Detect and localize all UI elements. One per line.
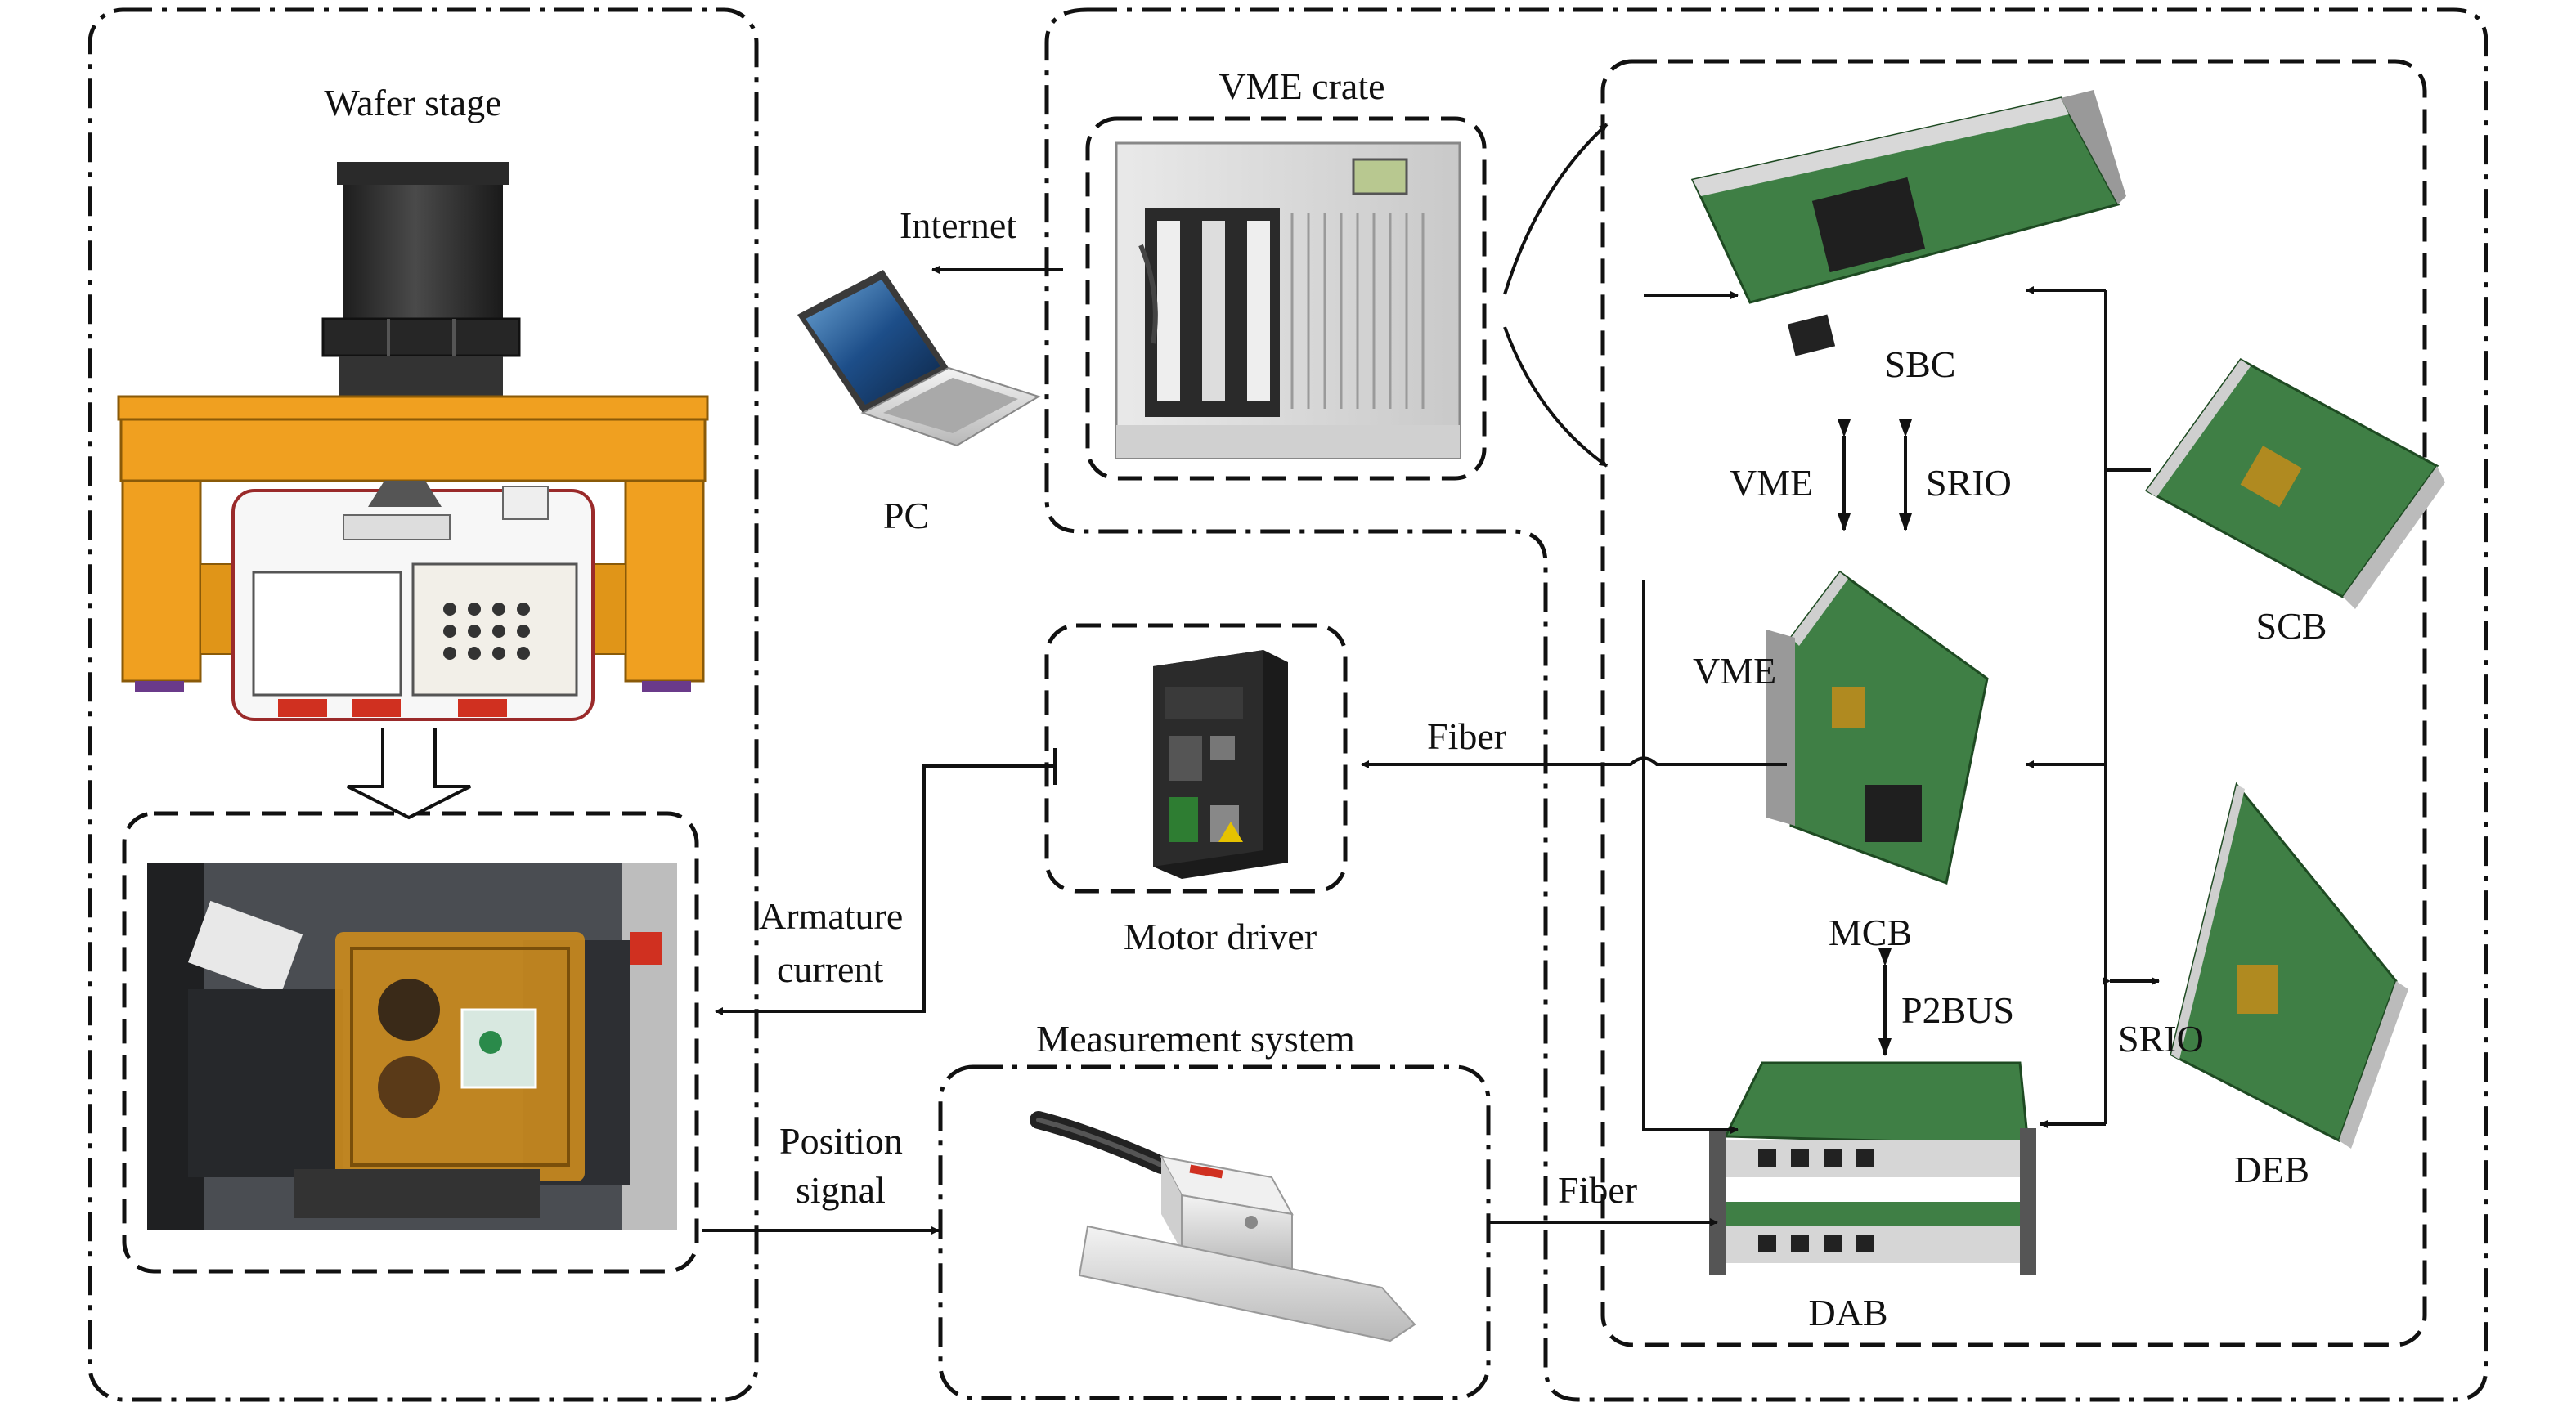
left-system-box xyxy=(88,7,759,1402)
label-current: current xyxy=(777,948,884,990)
label-vme-bus-2: VME xyxy=(1693,650,1777,692)
group-boxes xyxy=(88,7,2488,1402)
label-srio-2: SRIO xyxy=(2118,1018,2204,1060)
label-deb: DEB xyxy=(2234,1149,2309,1190)
label-position: Position xyxy=(779,1120,903,1162)
label-pc: PC xyxy=(882,495,930,536)
label-sbc: SBC xyxy=(1884,343,1956,385)
label-armature: Armature xyxy=(759,895,904,937)
motor-driver-image xyxy=(1153,650,1288,879)
vme-crate-image xyxy=(1115,141,1461,459)
hollow-arrow xyxy=(347,728,471,820)
connections xyxy=(702,123,2160,1235)
mcb-board-image xyxy=(1766,570,1989,885)
label-internet: Internet xyxy=(900,204,1017,246)
motor-driver-box xyxy=(1044,623,1348,894)
wafer-stage-image xyxy=(117,162,709,721)
dab-board-image xyxy=(1709,1061,2036,1275)
label-fiber-2: Fiber xyxy=(1558,1169,1638,1211)
measurement-system-box xyxy=(938,1064,1491,1400)
stage-photo-image xyxy=(147,863,677,1230)
scb-board-image xyxy=(2144,358,2445,609)
label-mcb: MCB xyxy=(1828,912,1913,953)
boards-box xyxy=(1600,59,2427,1347)
laptop-image xyxy=(797,270,1041,447)
label-vme-crate: VME crate xyxy=(1218,65,1385,107)
label-signal: signal xyxy=(796,1169,886,1211)
label-dab: DAB xyxy=(1808,1292,1888,1333)
label-wafer-stage: Wafer stage xyxy=(324,82,502,123)
sbc-board-image xyxy=(1690,90,2126,356)
encoder-image xyxy=(1030,1111,1416,1342)
label-fiber-1: Fiber xyxy=(1427,715,1507,757)
control-system-box xyxy=(1044,7,2488,1402)
label-motor-driver: Motor driver xyxy=(1123,916,1317,957)
label-srio-1: SRIO xyxy=(1926,462,2012,504)
label-vme-bus-1: VME xyxy=(1730,462,1814,504)
deb-board-image xyxy=(2170,782,2408,1149)
label-p2bus: P2BUS xyxy=(1901,989,2015,1031)
vme-crate-box xyxy=(1085,116,1487,481)
label-scb: SCB xyxy=(2255,605,2327,647)
label-measurement-system: Measurement system xyxy=(1036,1018,1355,1060)
